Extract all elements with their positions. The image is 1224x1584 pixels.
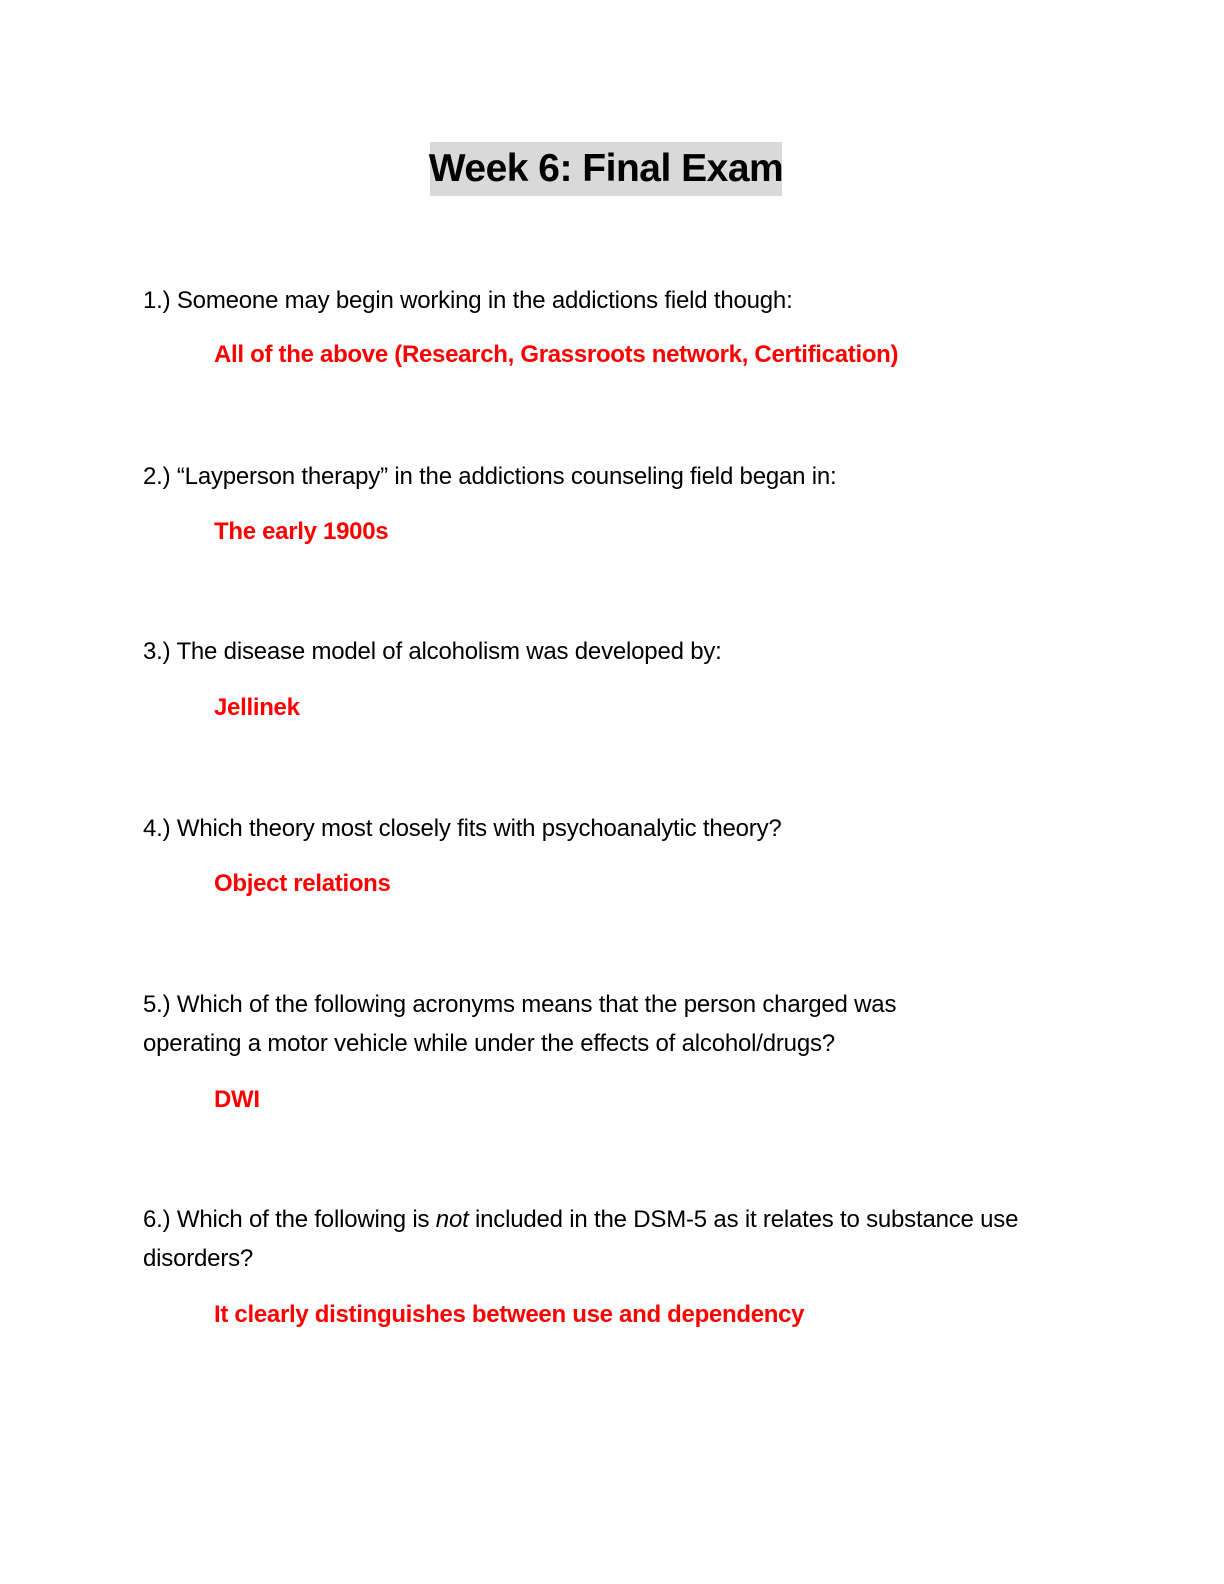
question-5: 5.) Which of the following acronyms mean…: [143, 991, 897, 1057]
question-6-emphasis: not: [435, 1206, 469, 1233]
question-3: 3.) The disease model of alcoholism was …: [143, 638, 722, 665]
title-highlight: Week 6: Final Exam: [428, 142, 784, 196]
answer-6: It clearly distinguishes between use and…: [214, 1301, 805, 1328]
answer-5: DWI: [214, 1086, 260, 1113]
question-1: 1.) Someone may begin working in the add…: [143, 287, 793, 314]
question-6-text-end: included in the DSM-5 as it relates to s…: [143, 1206, 1019, 1272]
answer-1: All of the above (Research, Grassroots n…: [214, 341, 899, 368]
page-title: Week 6: Final Exam: [428, 147, 784, 190]
question-4: 4.) Which theory most closely fits with …: [143, 815, 782, 842]
answer-2: The early 1900s: [214, 518, 389, 545]
answer-3: Jellinek: [214, 694, 300, 721]
question-6: 6.) Which of the following is not includ…: [143, 1200, 1053, 1278]
answer-4: Object relations: [214, 870, 391, 897]
question-6-text-start: 6.) Which of the following is: [143, 1206, 436, 1233]
question-2: 2.) “Layperson therapy” in the addiction…: [143, 463, 837, 490]
